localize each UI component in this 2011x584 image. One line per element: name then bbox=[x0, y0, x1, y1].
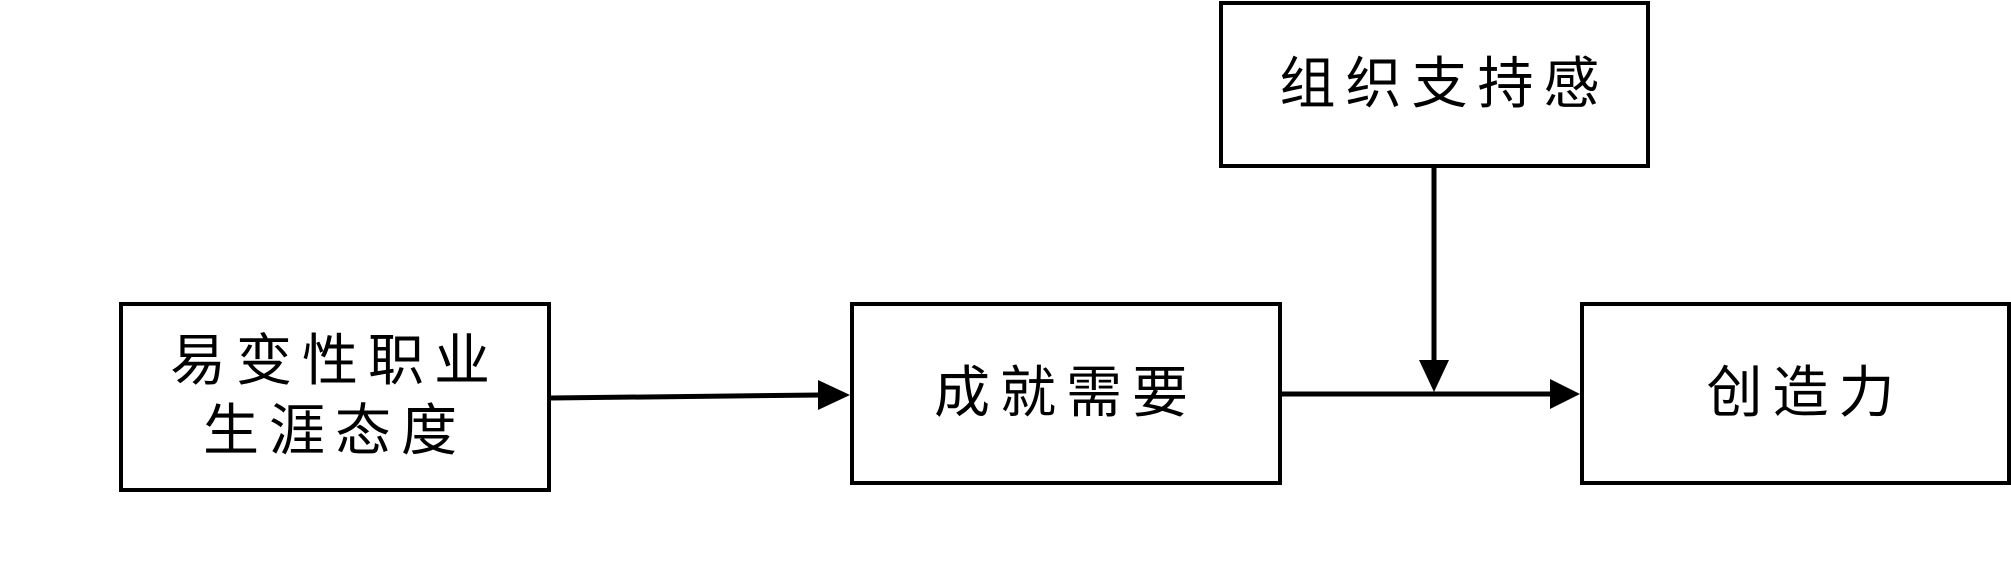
node-career-attitude: 易变性职业生涯态度 bbox=[119, 302, 551, 492]
node-organizational-support-label: 组织支持感 bbox=[1279, 51, 1610, 117]
node-creativity-label: 创造力 bbox=[1706, 360, 1905, 426]
node-organizational-support: 组织支持感 bbox=[1219, 1, 1650, 168]
node-creativity: 创造力 bbox=[1580, 302, 2011, 485]
node-career-attitude-label: 易变性职业生涯态度 bbox=[170, 329, 500, 464]
arrow-career-to-achievement-line bbox=[550, 392, 821, 401]
arrow-achievement-to-creativity-head bbox=[1550, 379, 1580, 409]
arrow-support-moderation-head bbox=[1419, 360, 1449, 392]
node-achievement-need-label: 成就需要 bbox=[934, 360, 1198, 426]
arrow-career-to-achievement-head bbox=[818, 380, 850, 410]
node-achievement-need: 成就需要 bbox=[850, 302, 1282, 485]
